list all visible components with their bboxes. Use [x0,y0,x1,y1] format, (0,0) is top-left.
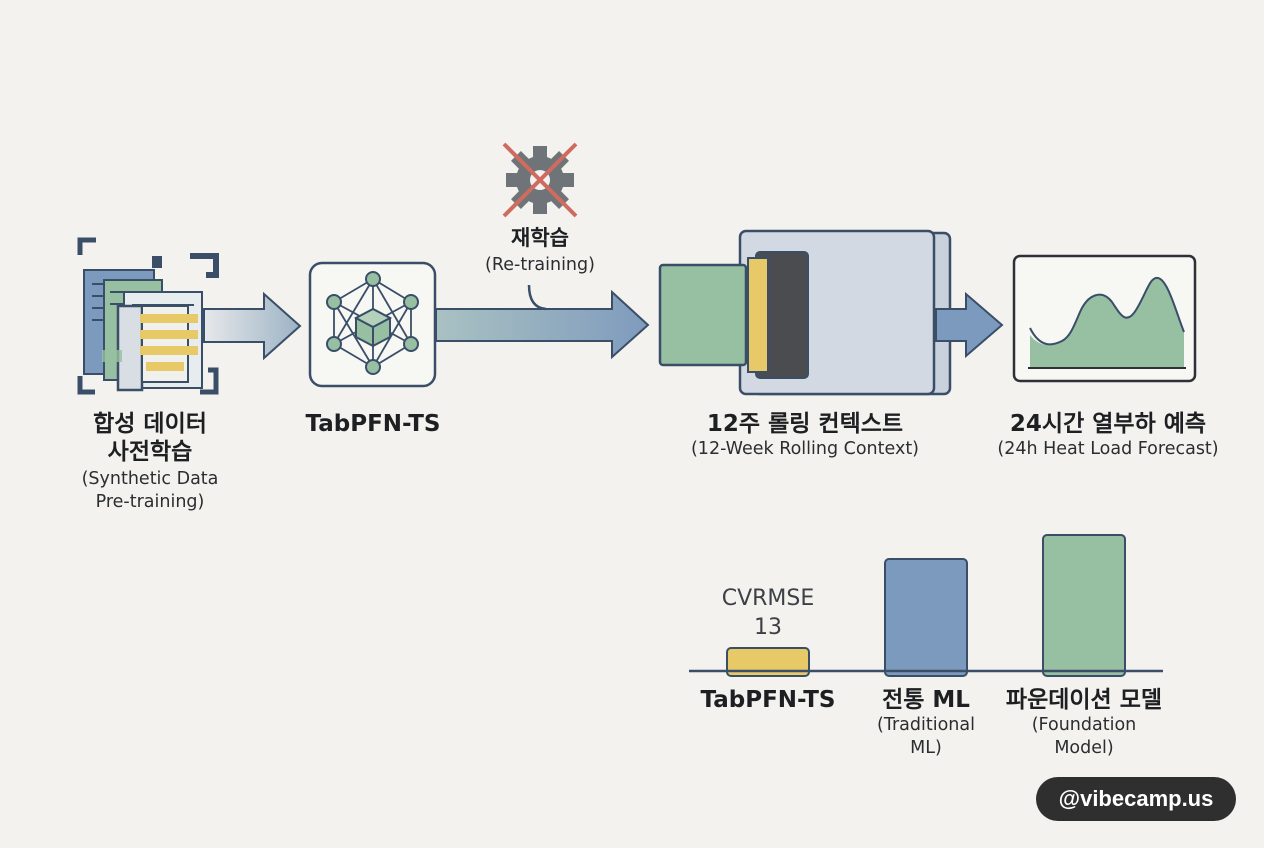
context-subtitle: (12-Week Rolling Context) [690,439,920,459]
retraining-subtitle: (Re-training) [485,255,595,275]
bar-traditional-ml [884,558,968,677]
bar-label-tabpfn-ts: TabPFN-TS [700,687,836,713]
bar-sublabel-traditional-ml-line1: (Traditional [877,715,975,735]
area-chart-icon [1012,254,1197,383]
rolling-window-icon [658,229,952,396]
model-title: TabPFN-TS [305,411,441,437]
crossed-gear-icon [502,142,578,218]
retraining-hook [527,284,547,311]
bar-foundation-model [1042,534,1126,677]
bar-tabpfn-ts [726,647,810,677]
metric-value: 13 [754,615,782,640]
forecast-subtitle: (24h Heat Load Forecast) [997,439,1219,459]
comparison-bars [689,534,1163,677]
stacked-documents-icon [77,237,219,395]
context-title: 12주 롤링 컨텍스트 [706,411,904,437]
flow-arrow-pretrain-to-model [203,291,302,361]
pretrain-subtitle-line1: (Synthetic Data [81,469,219,489]
model-box [308,261,437,388]
bar-sublabel-foundation-model-line1: (Foundation [1031,715,1137,735]
bar-sublabel-traditional-ml-line2: ML) [910,738,942,758]
flow-arrow-context-to-forecast [935,291,1004,359]
bar-label-foundation-model: 파운데이션 모델 [1005,687,1163,713]
bar-sublabel-foundation-model-line2: Model) [1054,738,1114,758]
watermark-badge: @vibecamp.us [1036,777,1236,821]
flow-arrow-model-to-context [435,289,650,360]
retraining-title: 재학습 [511,226,569,250]
pretrain-subtitle-line2: Pre-training) [95,492,205,512]
bar-label-traditional-ml: 전통 ML [882,687,970,713]
metric-label: CVRMSE [721,586,815,611]
pretrain-title-line2: 사전학습 [107,439,193,465]
forecast-title: 24시간 열부하 예측 [1009,411,1207,437]
pretrain-title-line1: 합성 데이터 [93,411,207,437]
